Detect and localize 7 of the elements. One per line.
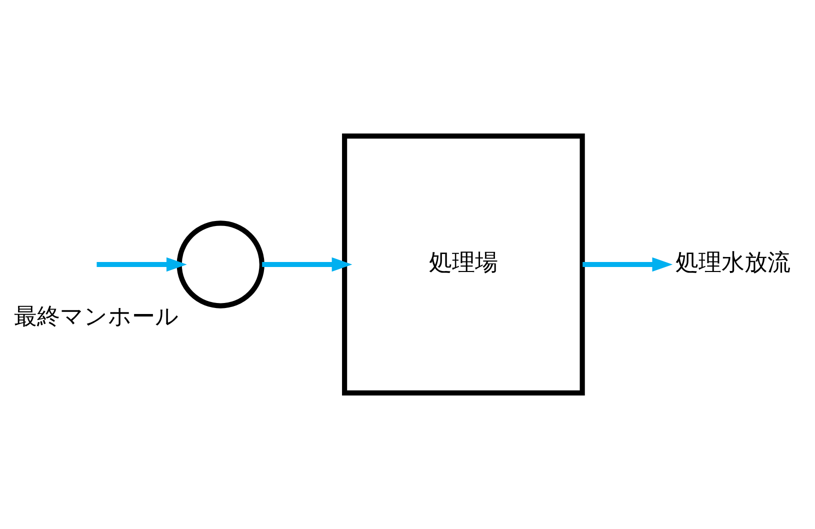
node-label: 最終マンホール bbox=[14, 304, 180, 330]
arrow bbox=[262, 257, 352, 272]
node-text: 処理水放流 bbox=[675, 250, 790, 276]
arrow bbox=[582, 257, 673, 272]
arrow bbox=[96, 257, 187, 272]
node-box: 処理場 bbox=[342, 134, 585, 396]
node-circle bbox=[176, 220, 264, 308]
